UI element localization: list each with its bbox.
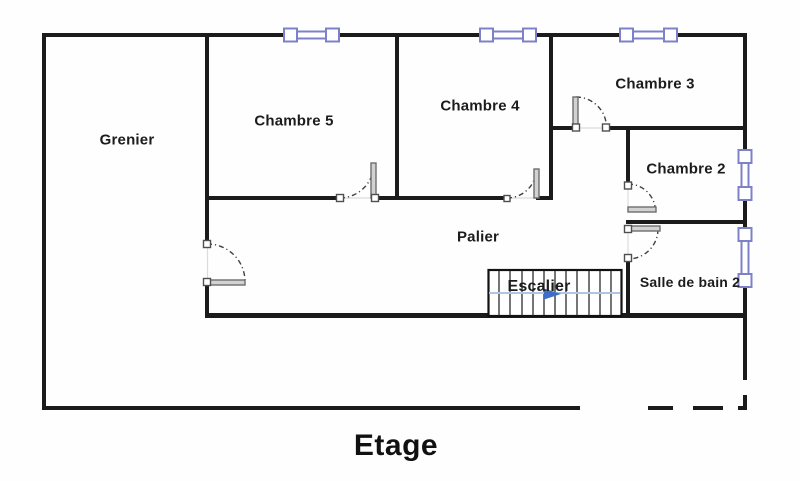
wall-chambre4-chambre3-divider	[549, 33, 553, 200]
wall-right	[743, 33, 747, 380]
window-chambre4	[479, 27, 537, 43]
window-end-square	[663, 27, 678, 43]
door-jamb-square	[335, 193, 345, 203]
room-label-chambre2: Chambre 2	[646, 160, 726, 178]
door-chambre2	[623, 181, 657, 213]
wall-grenier-divider-lower	[205, 282, 209, 317]
window-bg	[481, 30, 535, 40]
window-chambre2	[737, 149, 753, 201]
room-label-chambre4: Chambre 4	[440, 97, 520, 115]
door-swing-arc	[339, 162, 375, 199]
wall-palier-bottom	[205, 313, 747, 318]
staircase-direction-arrow-icon	[544, 288, 561, 300]
wall-chambre3-bottom-b	[604, 126, 747, 130]
window-end-square	[283, 27, 298, 43]
staircase	[487, 268, 623, 318]
page-title: Etage	[353, 429, 439, 462]
room-label-escalier: Escalier	[507, 278, 571, 295]
door-jamb-square	[571, 123, 581, 132]
door-jamb-square	[370, 193, 380, 203]
door-jamb-square	[202, 239, 212, 249]
door-jamb-square	[202, 277, 212, 287]
window-bg	[285, 30, 338, 40]
window-bg	[740, 151, 750, 199]
door-chambre4	[503, 168, 540, 203]
wall-top	[42, 33, 747, 37]
door-leaf	[627, 225, 661, 232]
door-leaf	[533, 168, 540, 199]
door-swing-arc	[627, 228, 659, 260]
wall-chambre2-left	[626, 126, 630, 184]
room-label-salle-de-bain-2: Salle de bain 2	[639, 274, 741, 290]
window-bg	[621, 30, 676, 40]
wall-bottom-corner-h	[738, 406, 747, 410]
door-jamb-square	[601, 123, 611, 132]
wall-grenier-divider-upper	[205, 33, 209, 244]
window-end-square	[479, 27, 494, 43]
window-bg	[740, 229, 750, 286]
window-end-square	[325, 27, 340, 43]
door-salle-de-bain	[623, 224, 661, 263]
window-chambre5	[283, 27, 340, 43]
door-leaf	[206, 279, 246, 286]
door-grenier	[202, 239, 246, 287]
wall-chambre3-bottom-a	[549, 126, 574, 130]
door-leaf	[370, 162, 377, 199]
wall-chambre5-chambre4-divider	[395, 33, 399, 200]
door-jamb-square	[503, 194, 511, 203]
wall-left	[42, 33, 46, 410]
wall-bedrooms-bottom-c	[536, 196, 553, 200]
door-jamb-square	[623, 253, 633, 263]
door-jamb-square	[623, 181, 633, 190]
window-end-square	[737, 186, 753, 201]
wall-chambre2-bathroom-divider	[626, 220, 747, 224]
door-chambre5	[335, 162, 380, 203]
wall-bathroom-left	[626, 261, 630, 317]
wall-bottom-dash-1	[648, 406, 673, 410]
wall-bottom-dash-2	[693, 406, 723, 410]
window-end-square	[522, 27, 537, 43]
room-label-palier: Palier	[456, 228, 500, 246]
room-label-grenier: Grenier	[99, 131, 155, 149]
walls	[42, 33, 747, 410]
door-opening-guides	[206, 127, 629, 282]
window-salle-de-bain	[737, 227, 753, 288]
door-chambre3	[571, 96, 611, 132]
window-end-square	[737, 227, 753, 242]
wall-bottom-corner-v	[743, 395, 747, 410]
wall-bedrooms-bottom-a	[205, 196, 340, 200]
window-end-square	[619, 27, 634, 43]
door-swing-arc	[206, 243, 246, 282]
room-label-chambre5: Chambre 5	[254, 112, 334, 130]
door-leaf	[627, 206, 657, 213]
window-chambre3	[619, 27, 678, 43]
room-label-chambre3: Chambre 3	[615, 75, 695, 93]
door-jamb-square	[623, 224, 633, 234]
wall-bedrooms-bottom-b	[374, 196, 508, 200]
door-swing-arc	[506, 168, 538, 199]
window-end-square	[737, 149, 753, 164]
wall-bottom-solid	[42, 406, 580, 410]
door-swing-arc	[575, 96, 608, 128]
window-end-square	[737, 273, 753, 288]
